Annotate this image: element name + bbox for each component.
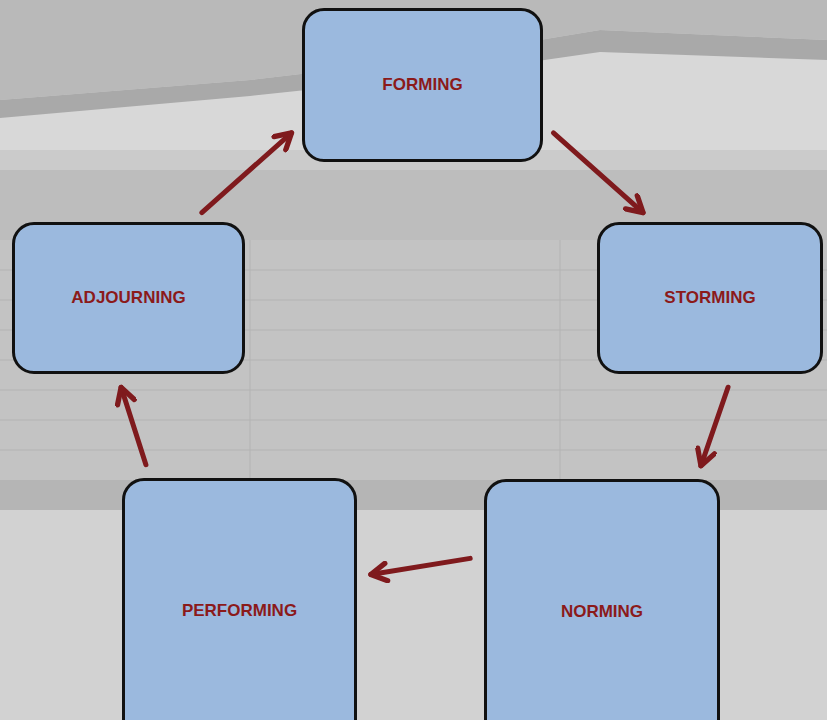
cycle-arrow <box>121 387 146 464</box>
cycle-arrow <box>371 558 470 574</box>
stage-label: FORMING <box>382 75 462 95</box>
stage-box: STORMING <box>597 222 823 374</box>
stage-box: ADJOURNING <box>12 222 245 374</box>
stage-label: PERFORMING <box>182 601 297 621</box>
stage-label: ADJOURNING <box>71 288 185 308</box>
stage-box: PERFORMING <box>122 478 357 720</box>
stage-label: NORMING <box>561 602 643 622</box>
cycle-arrow <box>202 133 292 213</box>
stage-box: FORMING <box>302 8 543 162</box>
cycle-arrow <box>553 133 643 213</box>
cycle-arrow <box>701 387 728 466</box>
stage-box: NORMING <box>484 479 720 720</box>
stage-label: STORMING <box>664 288 755 308</box>
